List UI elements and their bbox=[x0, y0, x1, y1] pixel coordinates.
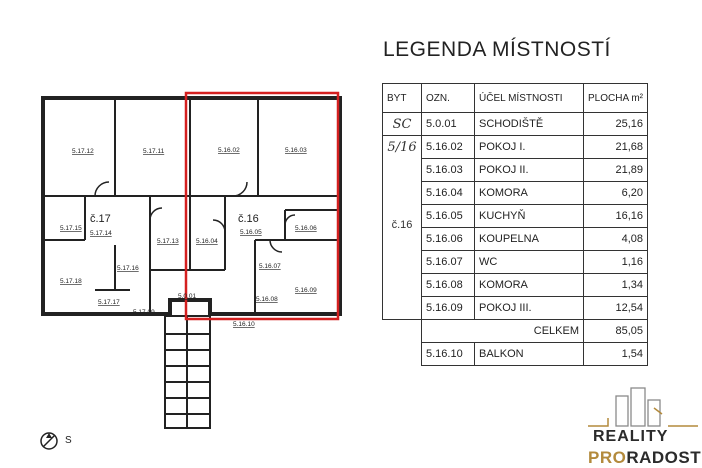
room-label: 5.17.12 bbox=[72, 148, 94, 155]
staircase bbox=[164, 315, 211, 429]
table-row: 5.16.07 WC 1,16 bbox=[383, 250, 648, 274]
cell-ucel: SCHODIŠTĚ bbox=[474, 112, 584, 136]
cell-plocha: 1,16 bbox=[583, 250, 648, 274]
cell-plocha: 4,08 bbox=[583, 227, 648, 251]
cell-ozn: 5.16.06 bbox=[421, 227, 475, 251]
brand-radost: RADOST bbox=[626, 448, 702, 467]
apartment-byt-label: č.16 bbox=[391, 219, 413, 231]
total-label: CELKEM bbox=[421, 319, 584, 343]
cell-ozn: 5.16.10 bbox=[421, 342, 475, 366]
cell-ucel: POKOJ II. bbox=[474, 158, 584, 182]
floor-plan: 5.17.12 5.17.11 5.16.02 5.16.03 5.17.15 … bbox=[41, 91, 342, 429]
balcony-row: 5.16.10 BALKON 1,54 bbox=[383, 342, 648, 366]
byt-cell-apartment-16: 5/16 č.16 bbox=[382, 135, 422, 320]
handwritten-sc: SC bbox=[382, 112, 422, 136]
window-marks bbox=[41, 96, 342, 288]
table-row: 5.16.03 POKOJ II. 21,89 bbox=[383, 158, 648, 182]
room-legend-table: BYT OZN. ÚČEL MÍSTNOSTI PLOCHA m² SC 5.0… bbox=[382, 83, 648, 366]
compass-north-label: S bbox=[65, 435, 72, 446]
header-byt: BYT bbox=[382, 83, 422, 113]
room-label: 5.17.14 bbox=[90, 230, 112, 237]
apartment-16-label: č.16 bbox=[238, 213, 259, 225]
cell-ozn: 5.16.03 bbox=[421, 158, 475, 182]
door-swings bbox=[94, 181, 296, 253]
cell-plocha: 25,16 bbox=[583, 112, 648, 136]
brand-line-2: PRORADOST bbox=[588, 448, 701, 468]
cell-ozn: 5.16.09 bbox=[421, 296, 475, 320]
room-label: 5.16.07 bbox=[259, 263, 281, 270]
room-label: 5.17.15 bbox=[60, 225, 82, 232]
cell-plocha: 12,54 bbox=[583, 296, 648, 320]
cell-plocha: 16,16 bbox=[583, 204, 648, 228]
room-label: 5.16.09 bbox=[295, 287, 317, 294]
cell-ozn: 5.16.08 bbox=[421, 273, 475, 297]
room-label: 5.17.09 bbox=[133, 309, 155, 316]
cell-plocha: 21,89 bbox=[583, 158, 648, 182]
cell-ucel: KOMORA bbox=[474, 181, 584, 205]
cell-ozn: 5.16.05 bbox=[421, 204, 475, 228]
table-row: 5.16.05 KUCHYŇ 16,16 bbox=[383, 204, 648, 228]
building-logo-icon bbox=[588, 387, 698, 427]
room-label: 5.17.13 bbox=[157, 238, 179, 245]
room-label: 5.0.01 bbox=[178, 293, 196, 300]
cell-ozn: 5.16.07 bbox=[421, 250, 475, 274]
room-label: 5.16.04 bbox=[196, 238, 218, 245]
cell-plocha: 6,20 bbox=[583, 181, 648, 205]
cell-ozn: 5.0.01 bbox=[421, 112, 475, 136]
table-row: 5/16 č.16 5.16.02 POKOJ I. 21,68 bbox=[382, 135, 648, 320]
inner-walls bbox=[43, 98, 340, 314]
room-label: 5.16.06 bbox=[295, 225, 317, 232]
empty-cell bbox=[383, 343, 422, 366]
cell-plocha: 1,54 bbox=[583, 342, 648, 366]
room-label: 5.16.10 bbox=[233, 321, 255, 328]
cell-ozn: 5.16.02 bbox=[421, 135, 475, 159]
room-label: 5.16.08 bbox=[256, 296, 278, 303]
room-label: 5.17.11 bbox=[143, 148, 165, 155]
apartment-16-highlight bbox=[184, 91, 340, 321]
table-row: 5.16.04 KOMORA 6,20 bbox=[383, 181, 648, 205]
table-row: 5.16.06 KOUPELNA 4,08 bbox=[383, 227, 648, 251]
header-ozn: OZN. bbox=[421, 83, 475, 113]
cell-ucel: BALKON bbox=[474, 342, 584, 366]
header-plocha: PLOCHA m² bbox=[583, 83, 648, 113]
room-label: 5.17.18 bbox=[60, 278, 82, 285]
legend-title: LEGENDA MÍSTNOSTÍ bbox=[383, 38, 611, 61]
cell-ucel: WC bbox=[474, 250, 584, 274]
cell-ucel: POKOJ I. bbox=[474, 135, 584, 159]
brand-pro: PRO bbox=[588, 448, 627, 467]
cell-ucel: KUCHYŇ bbox=[474, 204, 584, 228]
room-label: 5.16.05 bbox=[240, 229, 262, 236]
total-row: CELKEM 85,05 bbox=[383, 319, 648, 343]
cell-plocha: 21,68 bbox=[583, 135, 648, 159]
table-row: SC 5.0.01 SCHODIŠTĚ 25,16 bbox=[382, 112, 648, 136]
total-value: 85,05 bbox=[583, 319, 648, 343]
handwritten-apartment: 5/16 bbox=[387, 140, 417, 155]
room-label: 5.16.03 bbox=[285, 147, 307, 154]
empty-cell bbox=[383, 320, 422, 343]
cell-ucel: KOUPELNA bbox=[474, 227, 584, 251]
header-ucel: ÚČEL MÍSTNOSTI bbox=[474, 83, 584, 113]
cell-plocha: 1,34 bbox=[583, 273, 648, 297]
table-row: 5.16.08 KOMORA 1,34 bbox=[383, 273, 648, 297]
room-label: 5.17.17 bbox=[98, 299, 120, 306]
apartment-17-label: č.17 bbox=[90, 213, 111, 225]
outer-walls bbox=[41, 96, 342, 316]
table-row: 5.16.09 POKOJ III. 12,54 bbox=[383, 296, 648, 320]
table-header-row: BYT OZN. ÚČEL MÍSTNOSTI PLOCHA m² bbox=[382, 83, 648, 113]
compass-icon: S bbox=[38, 430, 78, 457]
cell-ozn: 5.16.04 bbox=[421, 181, 475, 205]
room-label: 5.17.16 bbox=[117, 265, 139, 272]
cell-ucel: KOMORA bbox=[474, 273, 584, 297]
brand-line-1: REALITY bbox=[593, 428, 669, 445]
cell-ucel: POKOJ III. bbox=[474, 296, 584, 320]
room-label: 5.16.02 bbox=[218, 147, 240, 154]
